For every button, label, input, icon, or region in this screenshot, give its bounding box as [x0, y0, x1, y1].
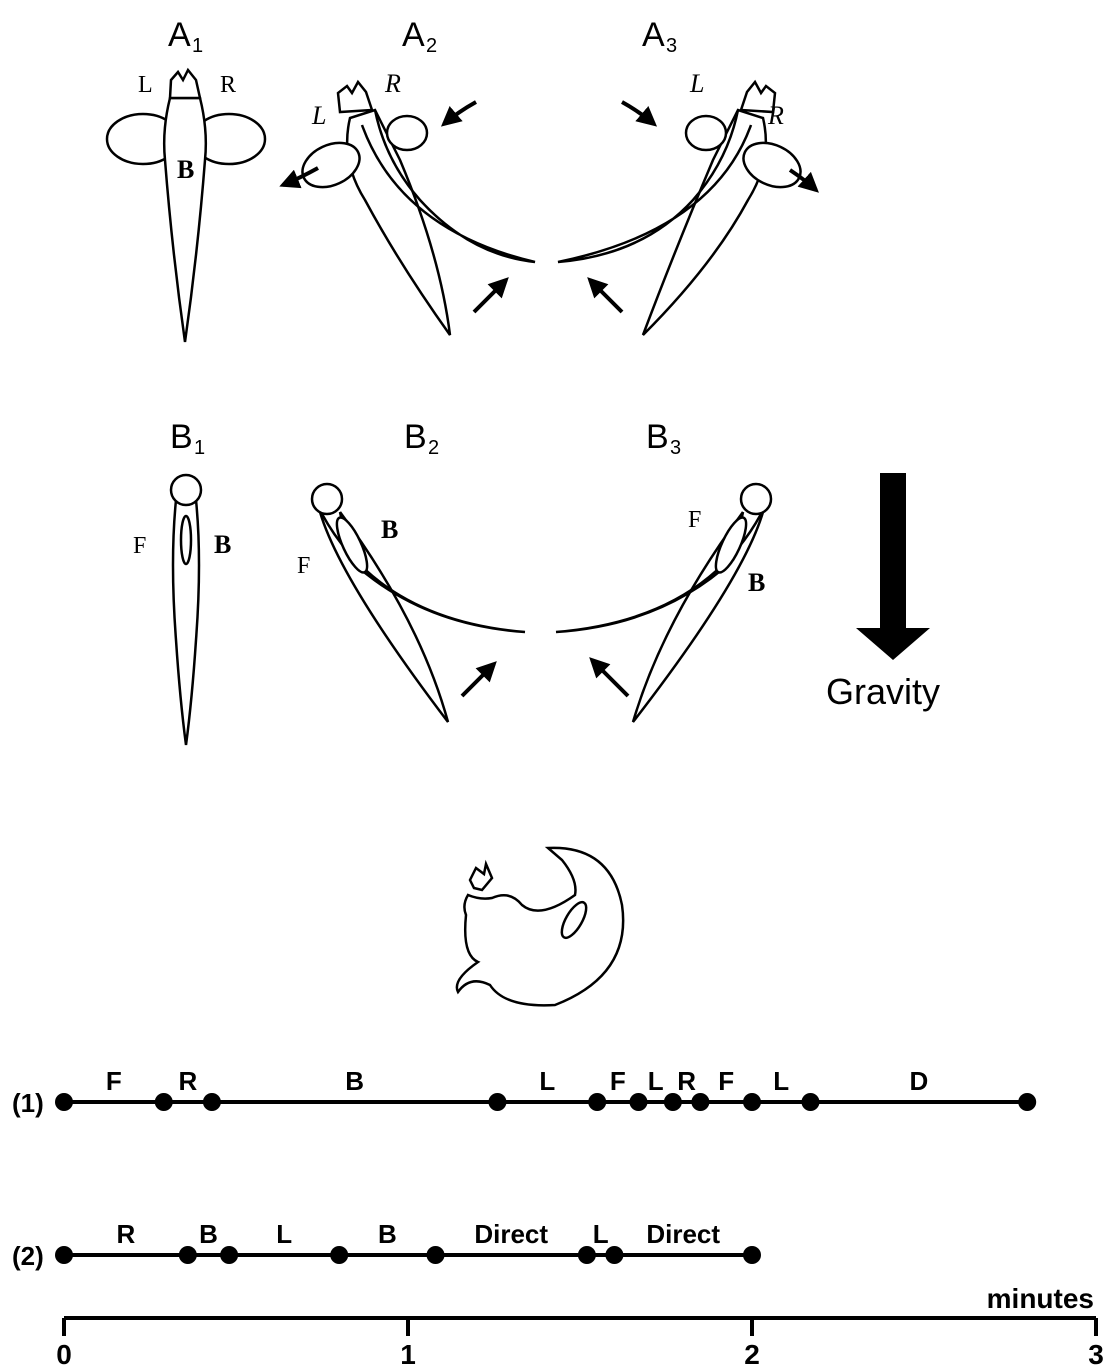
- timeline-row-label: (1): [12, 1088, 44, 1118]
- timeline-segment-label: R: [117, 1219, 136, 1249]
- timeline-point: [691, 1093, 709, 1111]
- timeline-point: [330, 1246, 348, 1264]
- b3-front-label: F: [688, 507, 701, 533]
- panel-a1: A 1 L R B: [107, 16, 265, 342]
- timeline-segment-label: L: [773, 1066, 789, 1096]
- timeline-point: [220, 1246, 238, 1264]
- timeline-segment-label: B: [199, 1219, 218, 1249]
- panel-a2-letter: A: [402, 16, 425, 54]
- timeline-segment-label: Direct: [474, 1219, 548, 1249]
- timeline-point: [203, 1093, 221, 1111]
- panel-a2: A 2 L R: [283, 16, 535, 335]
- panel-a1-sub: 1: [192, 35, 203, 57]
- timeline-segment-label: L: [593, 1219, 609, 1249]
- timeline-segment-label: R: [677, 1066, 696, 1096]
- panel-a2-sub: 2: [426, 35, 437, 57]
- timeline-row-label: (2): [12, 1241, 44, 1271]
- b1-front-label: F: [133, 533, 146, 559]
- timeline-segment-label: F: [718, 1066, 734, 1096]
- panel-b3-sub: 3: [670, 437, 681, 459]
- panel-b3: B 3 F B: [556, 418, 771, 722]
- panel-b2-sub: 2: [428, 437, 439, 459]
- timeline-point: [629, 1093, 647, 1111]
- a2-left-label: L: [311, 101, 326, 130]
- a3-right-label: R: [767, 101, 784, 130]
- timeline-segment-label: L: [648, 1066, 664, 1096]
- timeline-point: [155, 1093, 173, 1111]
- time-axis-tick-label: 2: [744, 1339, 760, 1365]
- time-axis-unit: minutes: [987, 1283, 1094, 1314]
- timeline-segment-label: F: [610, 1066, 626, 1096]
- timeline-segment-label: F: [106, 1066, 122, 1096]
- panel-a3-letter: A: [642, 16, 665, 54]
- timeline-segment-label: R: [178, 1066, 197, 1096]
- a3-left-label: L: [689, 69, 704, 98]
- timeline-segment-label: B: [345, 1066, 364, 1096]
- timeline-point: [55, 1093, 73, 1111]
- a1-body-label: B: [177, 155, 194, 184]
- panel-b2: B 2 F B: [297, 418, 525, 722]
- panel-b2-letter: B: [404, 418, 427, 456]
- panel-b3-letter: B: [646, 418, 669, 456]
- gravity-arrow-icon: [856, 473, 930, 660]
- timeline-point: [743, 1093, 761, 1111]
- time-axis-tick-label: 3: [1088, 1339, 1104, 1365]
- panel-a3-sub: 3: [666, 35, 677, 57]
- timeline-point: [664, 1093, 682, 1111]
- timeline-point: [427, 1246, 445, 1264]
- b1-back-label: B: [214, 530, 231, 559]
- timeline-segment-label: L: [276, 1219, 292, 1249]
- time-axis-tick-label: 0: [56, 1339, 72, 1365]
- fish-curled-sketch: [457, 848, 623, 1005]
- gravity-label: Gravity: [826, 671, 940, 712]
- timeline-segment-label: L: [539, 1066, 555, 1096]
- panel-b1: B 1 F B: [133, 418, 231, 745]
- a1-right-label: R: [220, 72, 236, 98]
- timeline-point: [179, 1246, 197, 1264]
- b2-back-label: B: [381, 515, 398, 544]
- timeline-point: [55, 1246, 73, 1264]
- time-axis-tick-label: 1: [400, 1339, 416, 1365]
- fish-b2-outline: [312, 484, 525, 722]
- timeline-point: [1018, 1093, 1036, 1111]
- panel-a3: A 3 L R: [558, 16, 816, 335]
- b2-front-label: F: [297, 553, 310, 579]
- fish-b3-outline: [556, 484, 771, 722]
- timeline-point: [801, 1093, 819, 1111]
- a1-left-label: L: [138, 72, 153, 98]
- timeline-point: [578, 1246, 596, 1264]
- fish-b1-side-outline: [171, 475, 201, 745]
- timeline-point: [488, 1093, 506, 1111]
- timeline-segment-label: Direct: [646, 1219, 720, 1249]
- timeline-point: [743, 1246, 761, 1264]
- panel-b1-sub: 1: [194, 437, 205, 459]
- panel-b1-letter: B: [170, 418, 193, 456]
- timeline-point: [588, 1093, 606, 1111]
- gravity-indicator: Gravity: [826, 473, 940, 712]
- a2-right-label: R: [384, 69, 401, 98]
- timeline-segment-label: D: [909, 1066, 928, 1096]
- panel-a1-letter: A: [168, 16, 191, 54]
- timeline-point: [605, 1246, 623, 1264]
- timeline-segment-label: B: [378, 1219, 397, 1249]
- fish-a1-dorsal-outline: [107, 70, 265, 342]
- b3-back-label: B: [748, 568, 765, 597]
